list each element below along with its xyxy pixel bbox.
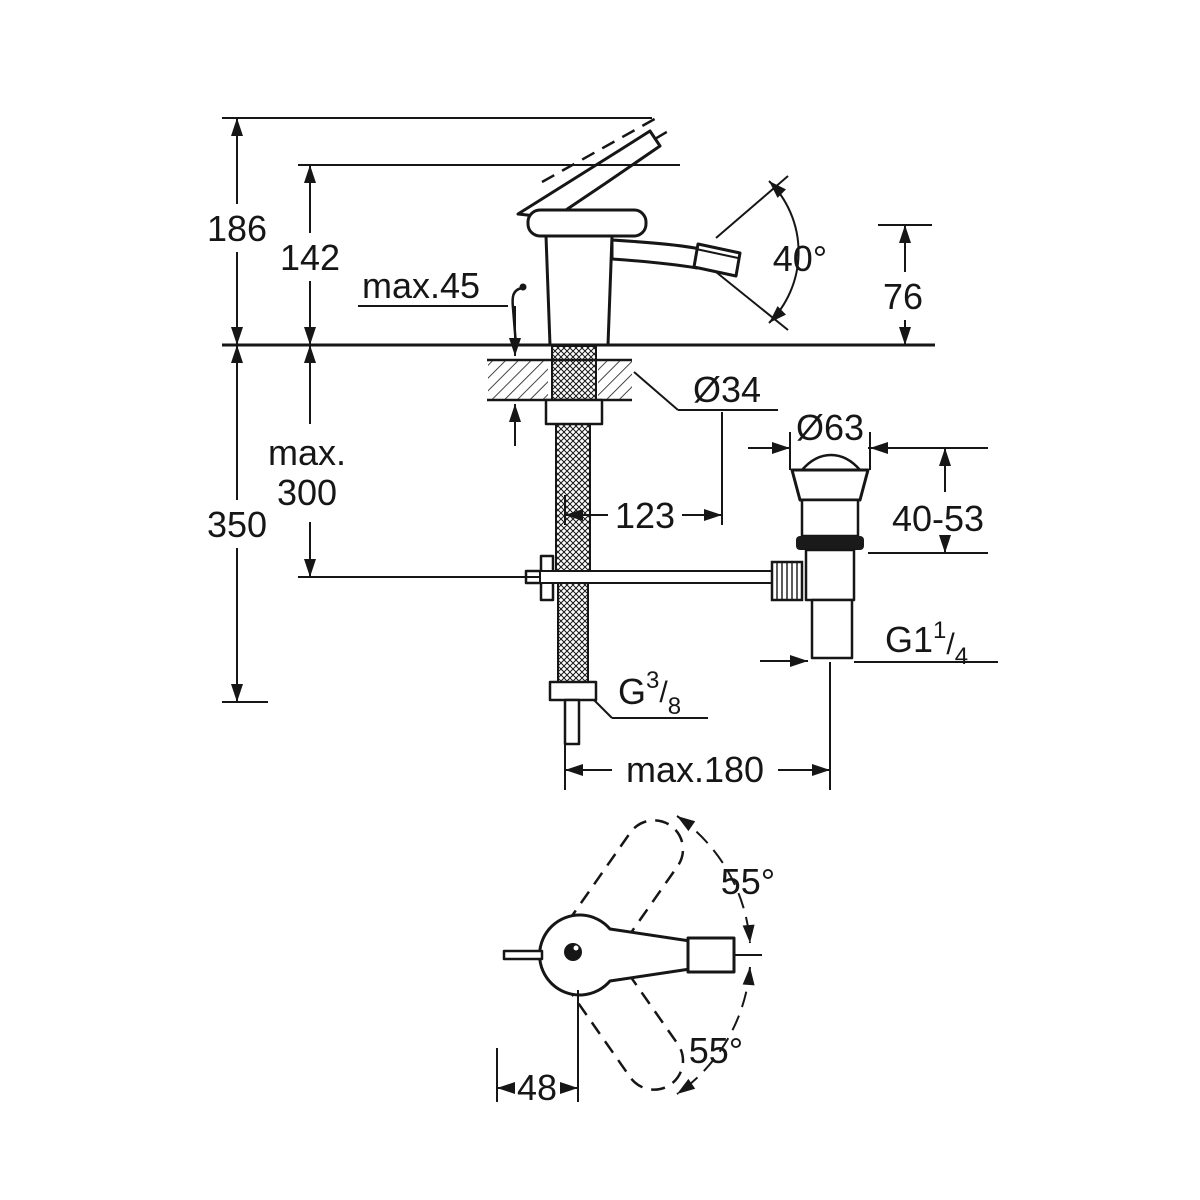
dim-label-40deg: 40°: [773, 238, 827, 279]
dim-label-o63: Ø63: [796, 407, 864, 448]
top-view-body: [538, 913, 692, 997]
side-view-faucet: [511, 114, 742, 347]
dim-label-350: 350: [207, 504, 267, 545]
dim-label-g-3-8: G3/8: [618, 667, 681, 720]
waste-tailpiece: [810, 598, 854, 660]
cartridge-dot: [564, 943, 582, 961]
dim-label-55deg-bottom: 55°: [689, 1030, 743, 1071]
threaded-shank: [551, 345, 597, 403]
dim-label-123: 123: [615, 495, 675, 536]
waste-body-upper: [800, 498, 860, 538]
handle-cap: [526, 208, 648, 238]
supply-connection: [298, 345, 773, 746]
waste-body-lower: [804, 548, 856, 602]
hose-tail: [563, 698, 581, 746]
dim-label-max300-line2: 300: [277, 472, 337, 513]
dim-label-76: 76: [883, 276, 923, 317]
waste-adjuster-knurl: [770, 560, 804, 602]
pop-up-waste: [770, 453, 870, 660]
mounting-nut: [544, 398, 604, 426]
dimension-lines: [222, 117, 998, 1102]
top-view-pull-rod: [502, 949, 544, 961]
waste-plug-dome: [800, 453, 862, 472]
aerator: [692, 242, 742, 278]
faucet-body: [544, 234, 614, 347]
dim-label-55deg-top: 55°: [721, 861, 775, 902]
aerator-line: [695, 248, 739, 259]
hose-nut: [548, 680, 598, 702]
pull-rod: [511, 286, 523, 346]
waste-seal: [796, 536, 864, 550]
dim-label-max45: max.45: [362, 265, 480, 306]
dim-label-186: 186: [207, 208, 267, 249]
dimension-labels: 186 142 max.45 40° 76 Ø34 max. 300 350 1…: [207, 208, 984, 1108]
deck-hatch-right: [598, 361, 632, 399]
dim-label-max300-line1: max.: [268, 432, 346, 473]
linkage-rod: [539, 570, 773, 584]
dim-label-48: 48: [517, 1067, 557, 1108]
dim-label-max180: max.180: [626, 749, 764, 790]
handle-lever: [516, 129, 662, 220]
deck-hatch-left: [488, 361, 548, 399]
flex-hose-upper: [555, 423, 591, 573]
flex-hose-lower: [557, 582, 589, 683]
cartridge-dot-highlight: [573, 945, 579, 951]
waste-flange: [790, 468, 870, 502]
top-view-nozzle: [686, 936, 736, 974]
dim-label-o34: Ø34: [693, 369, 761, 410]
dim-label-142: 142: [280, 237, 340, 278]
spout: [610, 238, 702, 270]
dim-label-40-53: 40-53: [892, 498, 984, 539]
dim-label-g1-1-4: G11/4: [885, 617, 968, 670]
